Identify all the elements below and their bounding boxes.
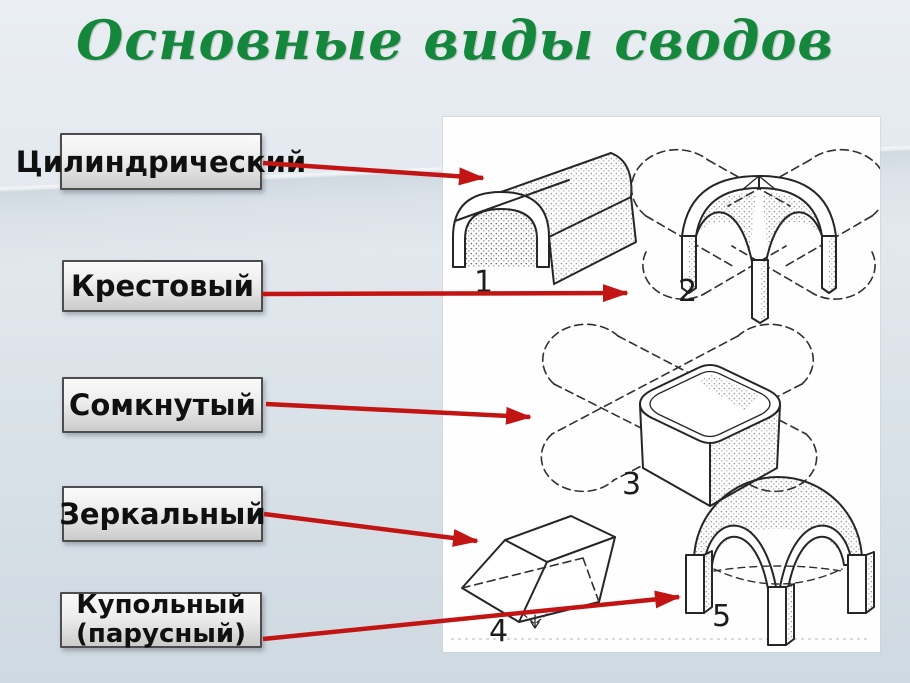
slide-title: Основные виды сводов (76, 8, 834, 72)
label-closed-text: Сомкнутый (69, 388, 256, 422)
figure-cross-vault: 2 (630, 148, 880, 324)
label-closed: Сомкнутый (62, 377, 263, 433)
label-domed-text-line2: (парусный) (76, 619, 246, 649)
figure-mirror-vault: 4 (461, 515, 616, 649)
label-mirror-text: Зеркальный (59, 497, 266, 531)
figure-number: 1 (474, 265, 493, 300)
vault-illustrations: 1 2 (451, 148, 880, 649)
figure-number: 2 (678, 274, 697, 309)
label-cylindrical-text: Цилиндрический (15, 144, 307, 179)
figure-cylindrical-vault: 1 (452, 152, 637, 300)
figure-number: 5 (712, 599, 731, 634)
label-cross: Крестовый (62, 260, 263, 312)
illustration-panel: 1 2 (443, 117, 880, 652)
figure-number: 3 (622, 467, 641, 502)
label-domed-text-line1: Купольный (76, 590, 246, 621)
label-cross-text: Крестовый (71, 269, 254, 303)
figure-number: 4 (489, 614, 508, 649)
label-mirror: Зеркальный (59, 486, 266, 542)
label-cylindrical: Цилиндрический (16, 133, 306, 190)
label-domed: Купольный (парусный) (60, 590, 262, 649)
